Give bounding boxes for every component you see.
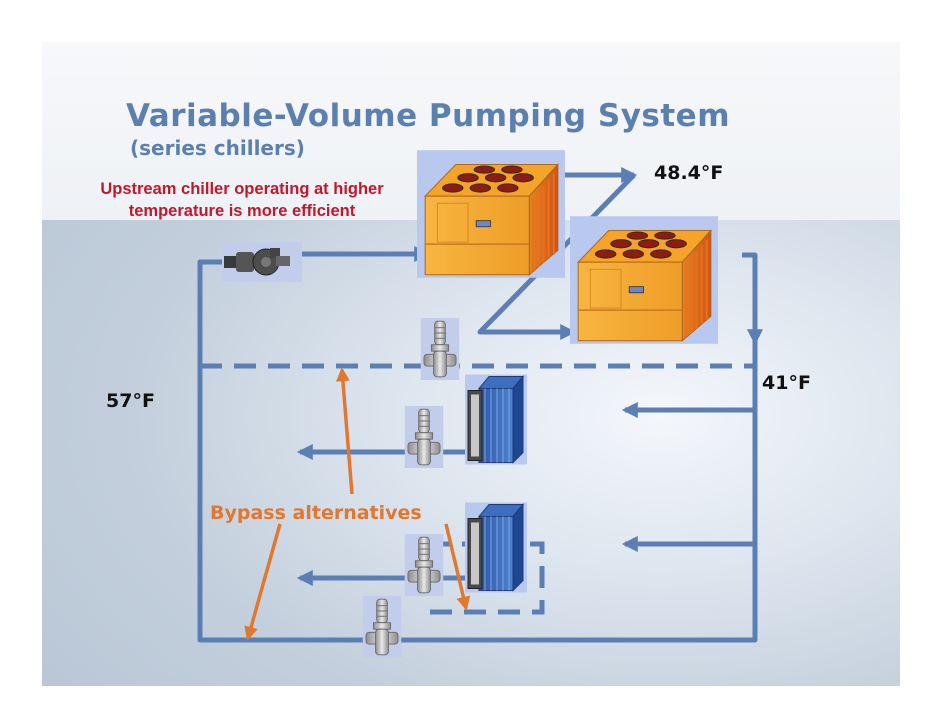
temp-label-supply: 41°F [762,372,811,394]
annotation-arrow-coil-bypass [444,523,471,611]
efficiency-note-line: Upstream chiller operating at higher [100,180,384,198]
coil-icon [465,373,527,466]
valve-icon [404,534,444,596]
bypass-loop-coil-2 [428,541,545,615]
chiller-icon [570,216,718,344]
supply-main-pipe [197,252,758,643]
slide: Variable-Volume Pumping System (series c… [42,42,900,686]
bypass-alternatives-label: Bypass alternatives [210,502,422,524]
slide-title: Variable-Volume Pumping System [126,98,730,134]
pump-icon [222,242,302,282]
valve-icon [362,596,402,658]
annotation-arrows [244,367,471,641]
pumping-diagram [197,150,764,658]
annotation-arrow-lower-left [244,523,282,641]
coil-icon [465,501,527,594]
valve-icon [420,318,460,380]
chiller-icon [417,150,565,278]
annotation-arrow-upper-bypass [335,367,354,495]
temp-label-return: 57°F [106,390,155,412]
slide-subtitle: (series chillers) [130,136,305,160]
bypass-dashed-pipes [200,363,755,615]
valve-icon [404,406,444,468]
efficiency-note-line: temperature is more efficient [128,202,356,220]
temp-label-leaving-upstream: 48.4°F [654,162,724,184]
efficiency-note: Upstream chiller operating at higher tem… [72,178,412,222]
